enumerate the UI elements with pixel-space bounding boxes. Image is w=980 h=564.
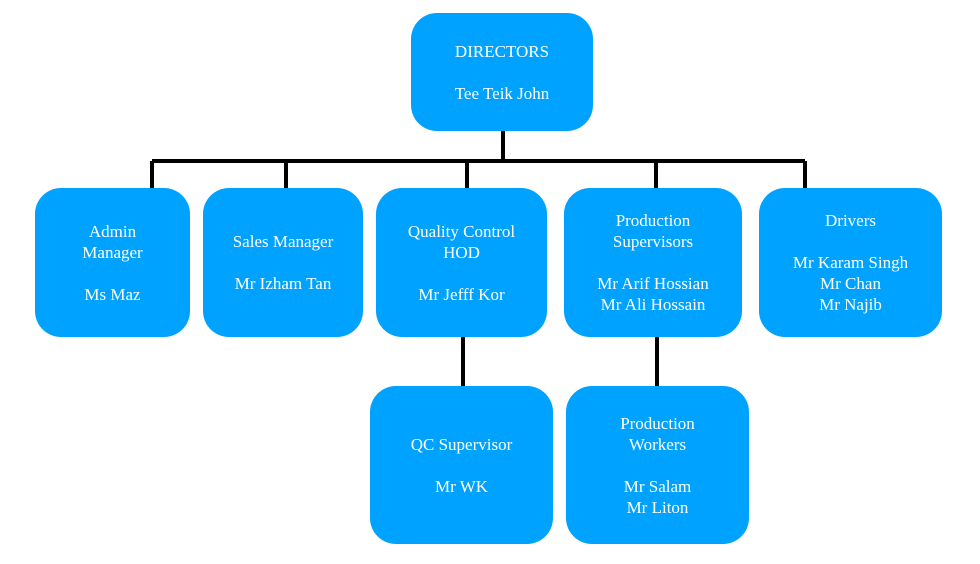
node-production-supervisors: Production Supervisors Mr Arif Hossian M… [564, 188, 742, 337]
node-title-line: Workers [628, 434, 687, 454]
node-title-line: HOD [443, 242, 480, 262]
node-name-line: Mr Salam [623, 476, 692, 496]
node-name-line: Tee Teik John [454, 83, 550, 103]
node-name-line: Mr Arif Hossian [597, 274, 709, 293]
node-name-line: Mr WK [434, 476, 489, 496]
node-title-line: Admin [88, 221, 137, 241]
node-production-workers: Production Workers Mr Salam Mr Liton [566, 386, 749, 544]
node-title-line: QC Supervisor [410, 434, 513, 454]
node-title-line: Drivers [825, 211, 876, 230]
node-title-line: Production [615, 211, 691, 230]
node-title-line: Manager [82, 242, 143, 262]
node-name-line: Ms Maz [84, 284, 141, 304]
node-quality-control-hod: Quality Control HOD Mr Jefff Kor [376, 188, 547, 337]
node-sales-manager: Sales Manager Mr Izham Tan [203, 188, 363, 337]
node-name-line: Mr Ali Hossain [600, 295, 706, 314]
node-name-line: Mr Jefff Kor [418, 284, 505, 304]
node-title-line: Supervisors [612, 232, 694, 251]
node-name-line: Mr Chan [820, 274, 881, 293]
node-title-line: DIRECTORS [454, 41, 550, 61]
node-directors: DIRECTORS Tee Teik John [411, 13, 593, 131]
node-name-line: Mr Karam Singh [792, 253, 909, 272]
node-title-line: Sales Manager [232, 232, 334, 251]
node-drivers: Drivers Mr Karam Singh Mr Chan Mr Najib [759, 188, 942, 337]
node-name-line: Mr Liton [626, 497, 689, 517]
node-title-line: Quality Control [407, 221, 516, 241]
node-title-line: Production [620, 413, 695, 433]
node-name-line: Mr Izham Tan [234, 274, 332, 293]
node-name-line: Mr Najib [819, 295, 882, 314]
node-admin-manager: Admin Manager Ms Maz [35, 188, 190, 337]
node-qc-supervisor: QC Supervisor Mr WK [370, 386, 553, 544]
